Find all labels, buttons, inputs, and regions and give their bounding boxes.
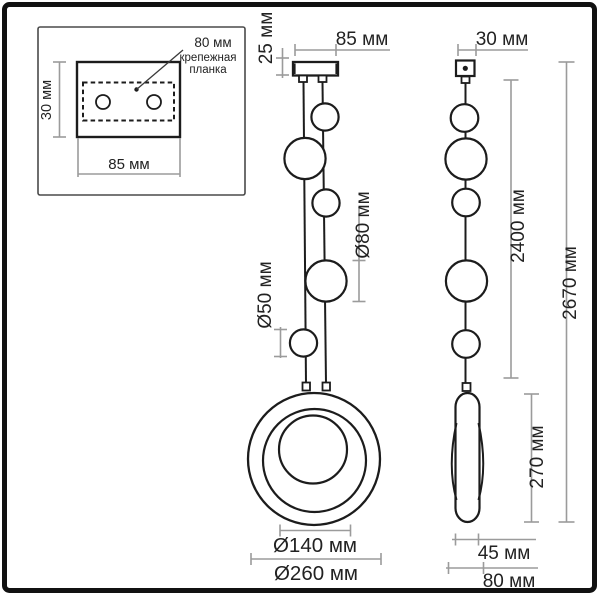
canopy-screw <box>462 65 468 71</box>
total-height-dimension: 2670 мм <box>558 61 581 523</box>
shade-connector-side <box>461 382 472 392</box>
sphere-small-dimension: Ø50 мм <box>255 261 287 358</box>
inset-plate-label-line2: планка <box>189 64 227 76</box>
inset-height-label: 30 мм <box>39 80 55 120</box>
side-sphere-3 <box>451 187 481 218</box>
shade-height-label: 270 мм <box>527 425 548 488</box>
front-plate-width-label: 85 мм <box>336 29 389 50</box>
side-sphere-5 <box>451 329 481 359</box>
shade-width-label: 45 мм <box>478 543 531 564</box>
ring-ball <box>277 414 349 485</box>
shade-depth-label: 80 мм <box>483 571 536 592</box>
cord-grip-right <box>317 74 328 83</box>
mounting-plate-inset: 80 мм крепежная планка 30 мм 85 мм <box>37 26 246 196</box>
plate-end-cap-left <box>292 63 296 74</box>
side-view: 30 мм 2400 мм 270 мм <box>444 29 581 592</box>
outer-ring-dimension: Ø260 мм <box>250 553 382 585</box>
shade-width-dimension: 45 мм <box>452 533 536 564</box>
outer-ring-label: Ø260 мм <box>274 562 358 585</box>
side-sphere-4 <box>444 259 489 303</box>
sphere-small-3 <box>288 328 319 358</box>
sphere-large-dimension: Ø80 мм <box>352 191 374 303</box>
inner-ring-dimension: Ø140 мм <box>273 524 357 557</box>
cord-length-dimension: 2400 мм <box>503 79 529 379</box>
inset-width-dimension: 85 мм <box>77 138 181 177</box>
inner-ring-label: Ø140 мм <box>273 534 357 557</box>
front-plate-height-label: 25 мм <box>256 12 277 65</box>
total-height-label: 2670 мм <box>560 246 581 320</box>
sphere-large-1 <box>283 136 327 181</box>
sphere-small-label: Ø50 мм <box>255 261 276 328</box>
ceiling-plate <box>291 60 340 77</box>
sphere-small-2 <box>311 188 341 218</box>
shade-side-profile <box>454 391 481 524</box>
shade-height-dimension: 270 мм <box>524 393 548 523</box>
cord-grip-side <box>460 75 471 84</box>
front-plate-height-dimension: 25 мм <box>256 12 289 78</box>
shade-lens-edge-left <box>450 422 458 501</box>
shade-lens-edge-right <box>477 422 485 501</box>
ring-connector-left <box>301 381 311 392</box>
side-canopy-width-dimension: 30 мм <box>457 29 529 56</box>
leader-line <box>136 49 184 90</box>
canopy-plate-top-view <box>75 60 182 139</box>
side-canopy-width-label: 30 мм <box>476 29 529 50</box>
side-sphere-2 <box>444 137 488 181</box>
inset-plate-label-line1: крепежная <box>180 52 237 64</box>
sphere-small-1 <box>310 102 340 132</box>
mounting-hole-left <box>95 94 111 110</box>
front-view: 85 мм 25 мм Ø80 мм <box>246 12 390 585</box>
sphere-large-2 <box>304 259 348 303</box>
mounting-bar-dashed-outline <box>82 81 175 122</box>
side-sphere-1 <box>449 103 480 133</box>
ring-connector-right <box>321 381 331 392</box>
mounting-hole-right <box>146 94 162 110</box>
sphere-large-label: Ø80 мм <box>353 191 374 258</box>
page-border <box>2 2 597 593</box>
plate-end-cap-right <box>335 63 339 74</box>
inset-height-dimension: 30 мм <box>39 61 66 138</box>
shade-depth-dimension: 80 мм <box>446 562 538 592</box>
front-plate-width-dimension: 85 мм <box>294 29 390 56</box>
inset-width-label: 85 мм <box>108 156 149 173</box>
inset-leader-label: 80 мм <box>194 35 231 50</box>
cord-length-label: 2400 мм <box>508 189 529 263</box>
cord-grip-left <box>298 74 308 83</box>
cord-right <box>321 81 327 385</box>
